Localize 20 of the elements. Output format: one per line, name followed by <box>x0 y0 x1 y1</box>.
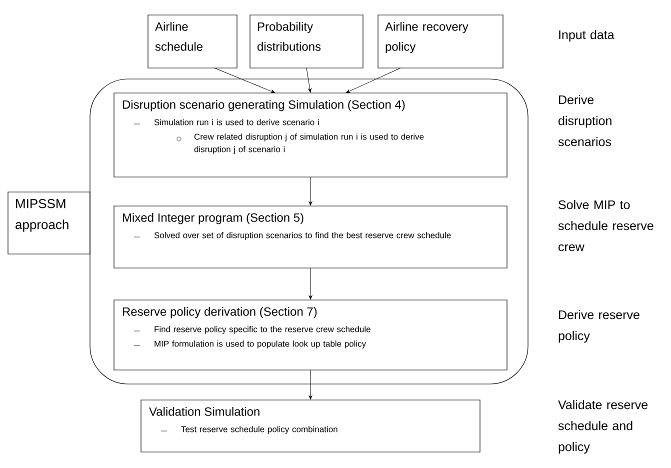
process-box: Reserve policy derivation (Section 7) Find reserve policy specific to the reserve crew schedule MIP formulation is used to populate look up table policy <box>114 300 508 370</box>
rounded-container <box>90 78 528 384</box>
arrow <box>308 268 312 300</box>
stage-label: Input data <box>559 30 614 42</box>
process-box: Disruption scenario generating Simulation (Section 4) Simulation run i is used to derive scenario i Crew related disruption j of simulation run i is used to derive disruption j of scenario i <box>114 92 508 178</box>
arrow <box>346 68 401 93</box>
input-box: Airline schedule <box>148 14 238 68</box>
stage-label: Derive disruption scenarios <box>558 95 612 146</box>
process-box: Validation Simulation Test reserve schedule policy combination <box>140 400 480 452</box>
stage-label: Solve MIP to schedule reserve crew <box>558 200 654 252</box>
stage-label: Validate reserve schedule and policy <box>558 400 648 454</box>
input-box: Airline recovery policy <box>378 14 504 68</box>
input-box: Probability distributions <box>250 14 364 68</box>
arrow <box>214 68 276 93</box>
process-box: Mixed Integer program (Section 5) Solved over set of disruption scenarios to find the best reserve crew schedule <box>114 206 508 268</box>
arrow <box>308 176 312 206</box>
stage-label: Derive reserve policy <box>558 310 640 343</box>
arrow <box>308 370 312 400</box>
arrow <box>306 68 312 93</box>
approach-box: MIPSSM approach <box>8 192 90 254</box>
